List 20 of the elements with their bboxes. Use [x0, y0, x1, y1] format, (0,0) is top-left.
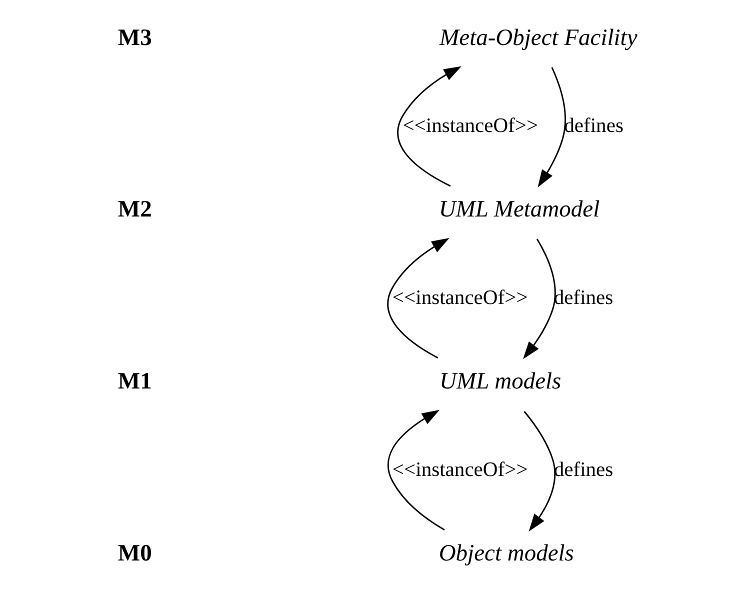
node-text: UML models	[439, 368, 561, 395]
arrow	[523, 411, 556, 532]
label: M3	[117, 24, 152, 51]
label: M2	[117, 196, 152, 223]
node-text: UML Metamodel	[438, 196, 600, 223]
edge-label: defines	[553, 458, 613, 481]
edge-label: <<instanceOf>>	[392, 286, 528, 309]
edge-label: defines	[564, 115, 623, 138]
arrow	[386, 238, 449, 359]
edge-label: <<instanceOf>>	[392, 458, 528, 481]
arrow	[387, 410, 444, 530]
edge-label: <<instanceOf>>	[402, 115, 538, 138]
arrow	[537, 67, 566, 188]
label: M0	[117, 540, 152, 566]
edge-label: defines	[553, 286, 613, 309]
node-text: Meta-Object Facility	[439, 24, 637, 51]
label: M1	[117, 368, 152, 395]
arrow	[396, 66, 461, 187]
node-text: Object models	[438, 540, 574, 566]
arrow	[522, 238, 556, 360]
